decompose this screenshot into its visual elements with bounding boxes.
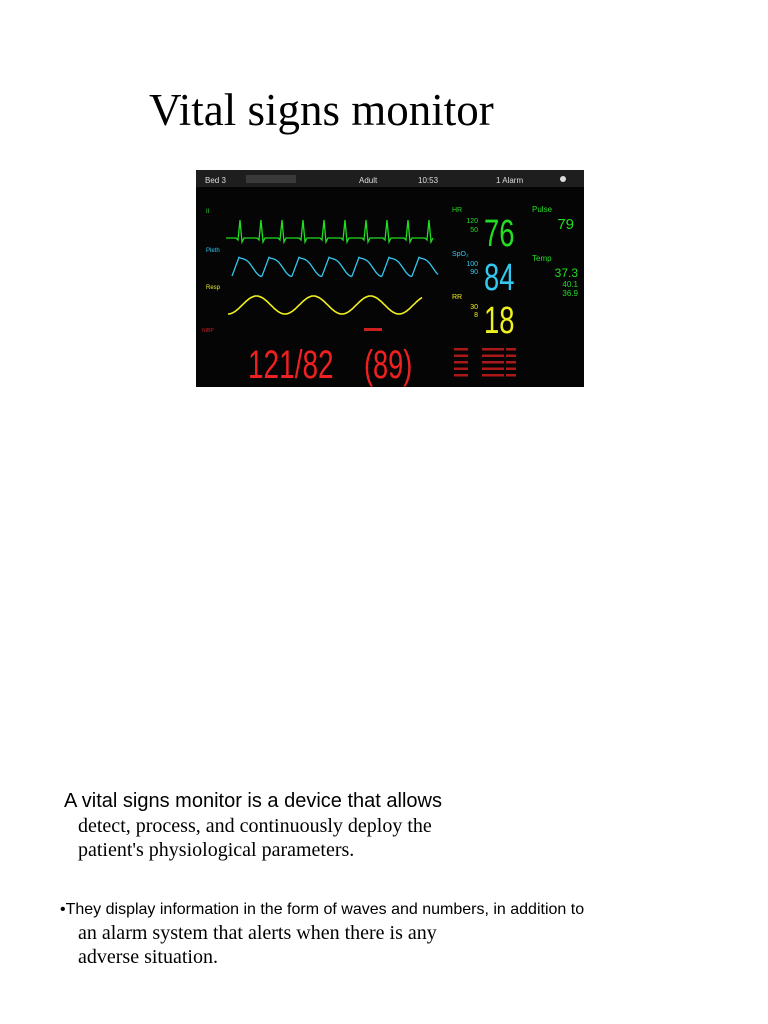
nibp-history-row bbox=[454, 367, 468, 370]
rr-low-limit: 8 bbox=[474, 312, 478, 319]
nibp-history-row bbox=[506, 348, 516, 351]
bell-icon bbox=[560, 176, 566, 182]
rr-high-limit: 30 bbox=[470, 304, 478, 311]
hr-high-limit: 120 bbox=[466, 218, 478, 225]
nibp-value: 121/82 bbox=[248, 343, 334, 387]
resp-label: Resp bbox=[206, 285, 221, 291]
pulse-label: Pulse bbox=[532, 205, 553, 214]
spo2-value: 84 bbox=[484, 257, 514, 299]
spo2-low-limit: 90 bbox=[470, 269, 478, 276]
nibp-history-list bbox=[454, 348, 516, 377]
description-paragraph: A vital signs monitor is a device that a… bbox=[64, 788, 704, 862]
nibp-history-row bbox=[454, 361, 468, 364]
patient-name-redacted bbox=[246, 175, 296, 183]
bed-label: Bed 3 bbox=[205, 176, 226, 185]
nibp-history-row bbox=[454, 348, 468, 351]
nibp-history-row bbox=[482, 354, 504, 357]
hr-value: 76 bbox=[484, 213, 514, 255]
hr-label: HR bbox=[452, 207, 462, 214]
nibp-history-row bbox=[482, 361, 504, 364]
bullet-line-3: adverse situation. bbox=[78, 946, 218, 968]
description-line-1: A vital signs monitor is a device that a… bbox=[64, 790, 442, 812]
nibp-mean-value: (89) bbox=[364, 343, 412, 387]
clock-label: 10:53 bbox=[418, 176, 439, 185]
alarm-label: 1 Alarm bbox=[496, 176, 523, 185]
nibp-progress-bar bbox=[364, 328, 382, 331]
rr-value: 18 bbox=[484, 300, 514, 342]
nibp-history-row bbox=[482, 348, 504, 351]
bullet-paragraph: •They display information in the form of… bbox=[60, 899, 760, 969]
description-line-3: patient's physiological parameters. bbox=[78, 839, 355, 861]
ecg-lead-label: II bbox=[206, 209, 210, 215]
description-line-2: detect, process, and continuously deploy… bbox=[78, 815, 432, 837]
hr-low-limit: 50 bbox=[470, 227, 478, 234]
temp-label: Temp bbox=[532, 254, 552, 263]
vital-signs-monitor-image: Bed 3 Adult 10:53 1 Alarm II Pleth Resp … bbox=[196, 170, 584, 387]
nibp-label: NIBP bbox=[202, 328, 214, 334]
nibp-history-row bbox=[506, 354, 516, 357]
temp-high-limit: 40.1 bbox=[562, 280, 578, 289]
page-title: Vital signs monitor bbox=[149, 85, 494, 135]
rr-label: RR bbox=[452, 294, 462, 301]
bullet-line-1: •They display information in the form of… bbox=[60, 901, 585, 918]
pulse-value: 79 bbox=[557, 216, 574, 233]
nibp-history-row bbox=[454, 354, 468, 357]
spo2-label: SpO₂ bbox=[452, 251, 469, 258]
mode-label: Adult bbox=[359, 176, 378, 185]
temp-value: 37.3 bbox=[555, 266, 579, 280]
nibp-history-row bbox=[454, 374, 468, 377]
nibp-history-row bbox=[506, 374, 516, 377]
pleth-waveform bbox=[231, 256, 439, 278]
nibp-history-row bbox=[506, 367, 516, 370]
monitor-screen: Bed 3 Adult 10:53 1 Alarm II Pleth Resp … bbox=[196, 170, 584, 387]
ecg-waveform bbox=[226, 219, 434, 245]
temp-low-limit: 36.9 bbox=[562, 289, 578, 298]
resp-waveform bbox=[227, 295, 423, 315]
bullet-line-2: an alarm system that alerts when there i… bbox=[78, 922, 437, 944]
spo2-high-limit: 100 bbox=[466, 261, 478, 268]
pleth-label: Pleth bbox=[206, 248, 220, 254]
nibp-history-row bbox=[482, 367, 504, 370]
nibp-history-row bbox=[506, 361, 516, 364]
nibp-history-row bbox=[482, 374, 504, 377]
